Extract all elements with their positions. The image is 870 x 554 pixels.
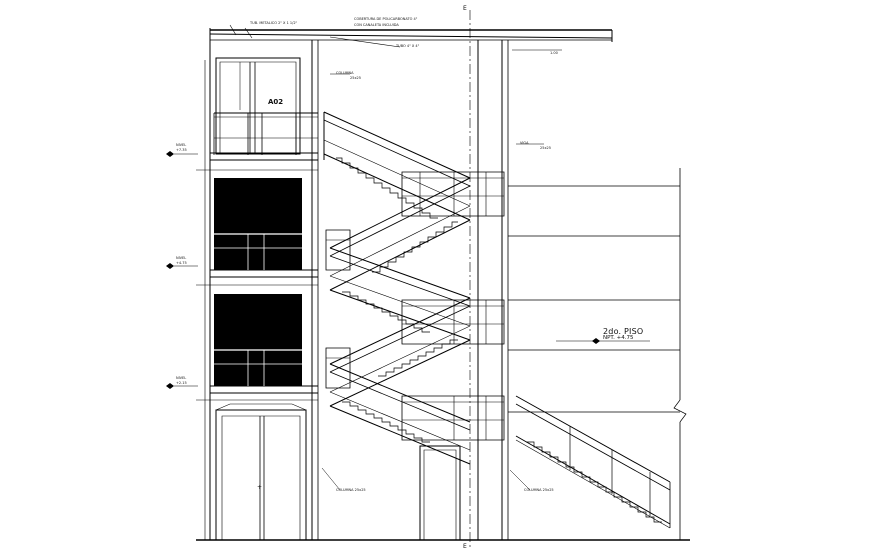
upper-door	[216, 58, 300, 154]
level-tag-3-b: +2.15	[176, 381, 187, 385]
axis-marker-bottom: E	[463, 543, 467, 550]
column-label-left: COLUMNA 25x25	[336, 488, 366, 492]
floor-title: 2do. PISO	[603, 327, 644, 336]
landing-railing-low-right	[402, 396, 504, 440]
door-center-mark: +	[257, 484, 263, 491]
stair-flight-1-upper	[324, 112, 470, 220]
landing-railing-upper-right	[402, 172, 504, 216]
upper-column-note-2: 25x25	[350, 76, 361, 80]
window-level-2	[214, 178, 302, 270]
stair-flight-5-lower	[330, 364, 470, 464]
landing-railing-low-left	[326, 348, 350, 388]
level-tag-2-a: NIVEL	[176, 256, 187, 260]
stair-flight-4-middle	[330, 298, 470, 406]
beam-note: TUBO 4" X 4"	[396, 44, 420, 48]
level-marker-3	[166, 383, 198, 389]
ground-door-right	[420, 446, 460, 540]
upper-column-note-1: COLUMNA	[336, 71, 354, 75]
roof-canopy	[210, 25, 612, 50]
top-dimension: 1.00	[550, 51, 558, 55]
stair-flight-3-middle	[330, 248, 470, 340]
window-level-1	[214, 294, 302, 386]
floor-level-marker	[556, 338, 650, 344]
right-beam-note-1: VIGA	[520, 141, 529, 145]
landing-railing-mid-right	[402, 300, 504, 344]
stair-flight-6-exterior	[516, 396, 670, 528]
floor-level: NPT. +4.75	[603, 335, 634, 341]
landing-railing-mid-left	[326, 230, 350, 270]
level-tag-1-b: +7.35	[176, 148, 187, 152]
column-label-right: COLUMNA 25x25	[524, 488, 554, 492]
room-mark: A02	[268, 98, 284, 106]
right-beam-note-2: 25x25	[540, 146, 551, 150]
axis-marker-top: E	[463, 5, 467, 12]
level-marker-1	[166, 151, 198, 157]
structure-columns	[205, 10, 686, 548]
roof-material-note: TUB. METALICO 2" X 1 1/2"	[250, 21, 298, 25]
level-marker-2	[166, 263, 198, 269]
level-tag-2-b: +4.75	[176, 261, 187, 265]
roof-cover-note: COBERTURA DE POLICARBONATO 4"	[354, 17, 418, 21]
upper-balcony-railing	[214, 113, 318, 155]
ground-door-left	[216, 404, 306, 540]
roof-gutter-note: CON CANALETA INCLUIDA	[354, 23, 399, 27]
level-tag-3-a: NIVEL	[176, 376, 187, 380]
level-tag-1-a: NIVEL	[176, 143, 187, 147]
